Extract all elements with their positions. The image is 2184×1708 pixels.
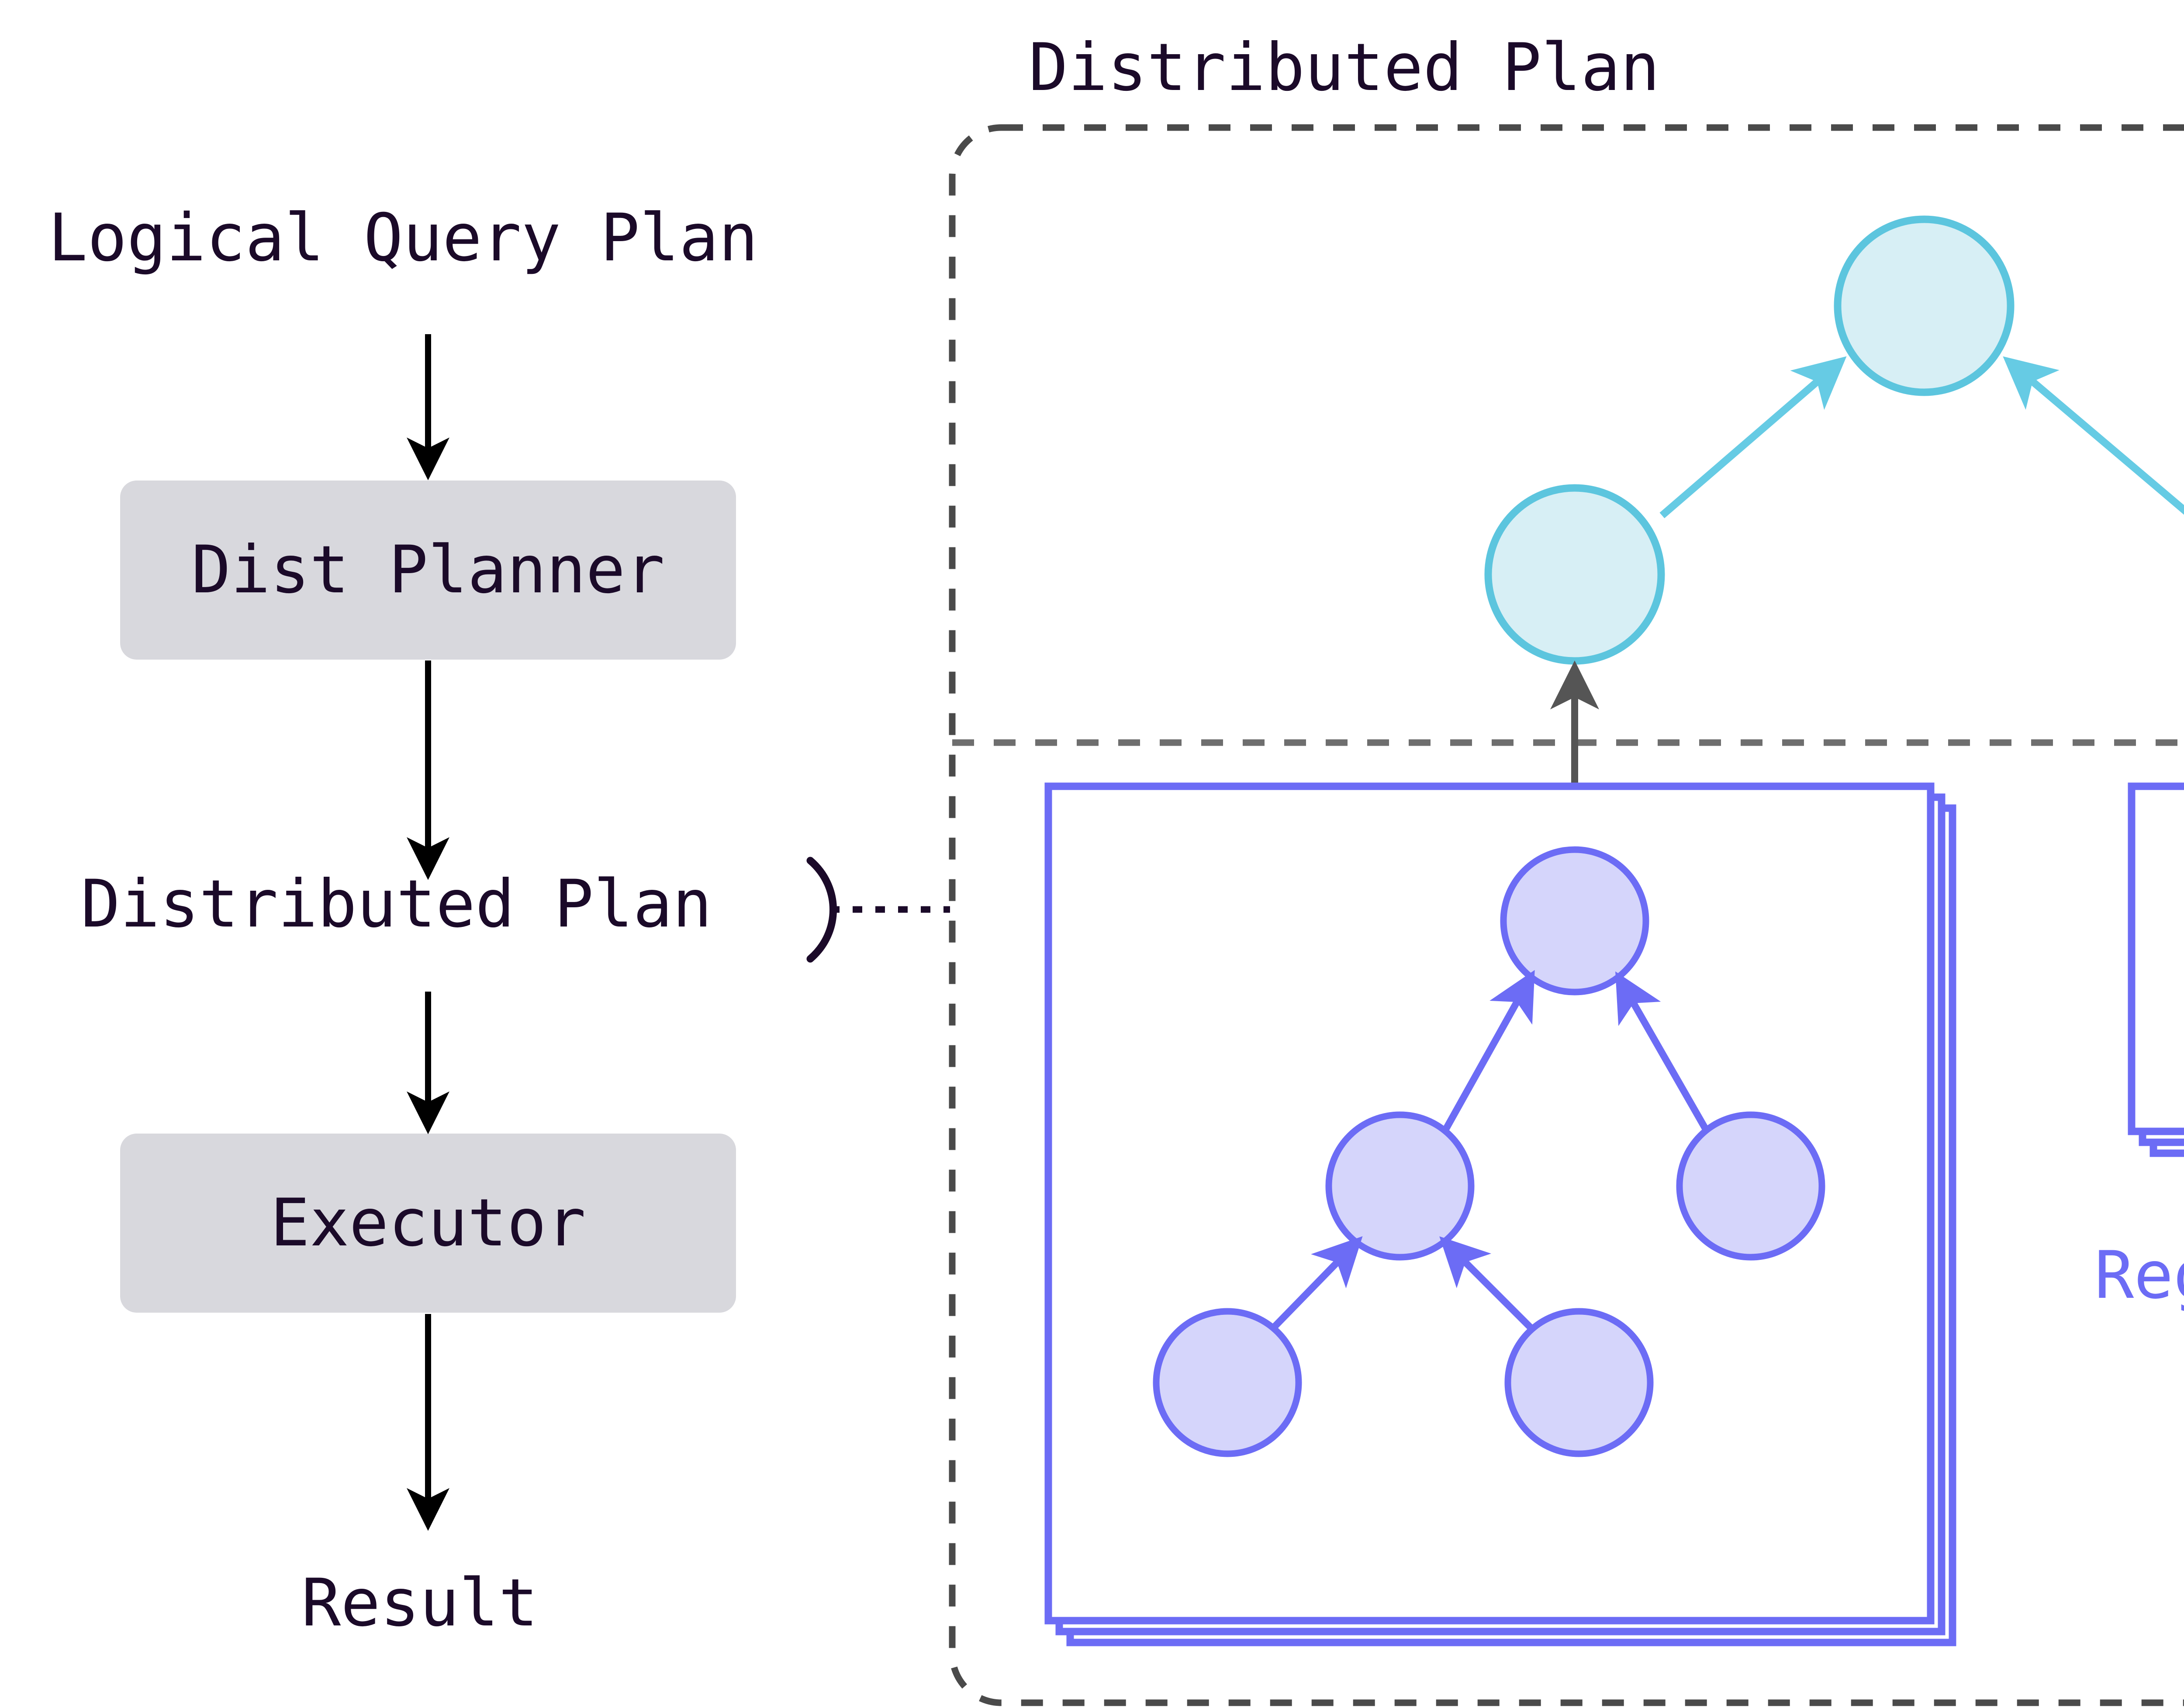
frontend-node-root[interactable]	[1834, 215, 2015, 396]
edge-left-mid-to-root	[1443, 970, 1535, 1131]
edge-left-leaf1-to-mid	[1271, 1236, 1363, 1331]
dist-planner-label: Dist Planner	[191, 532, 665, 608]
right-region-stack-layer-1[interactable]	[2128, 782, 2184, 1135]
frontend-node-left[interactable]	[1484, 484, 1665, 665]
datanode-node-left-leaf2[interactable]	[1504, 1308, 1654, 1457]
executor-box[interactable]	[120, 1134, 736, 1313]
distributed-plan-container	[949, 124, 2184, 1706]
edge-frontend-right-to-root	[2003, 356, 2184, 515]
edge-frontend-left-to-root	[1659, 356, 1847, 519]
dist-planner-box[interactable]	[120, 481, 736, 660]
regions-label: Regions	[2094, 1238, 2184, 1314]
executor-label: Executor	[270, 1185, 586, 1261]
datanode-node-left-leaf1[interactable]	[1153, 1308, 1302, 1457]
edge-left-midright-to-root	[1615, 971, 1709, 1131]
result-label: Result	[301, 1565, 538, 1641]
datanode-node-left-midright[interactable]	[1676, 1111, 1825, 1261]
distributed-plan-step-label: Distributed Plan	[81, 866, 712, 942]
datanode-node-left-root[interactable]	[1500, 846, 1649, 996]
logical-query-plan-label: Logical Query Plan	[48, 200, 758, 276]
distributed-plan-container-title: Distributed Plan	[1029, 30, 1660, 106]
right-bracket-icon	[806, 857, 837, 963]
edge-left-leaf2-to-mid	[1439, 1236, 1534, 1331]
datanode-node-left-mid[interactable]	[1325, 1111, 1475, 1261]
